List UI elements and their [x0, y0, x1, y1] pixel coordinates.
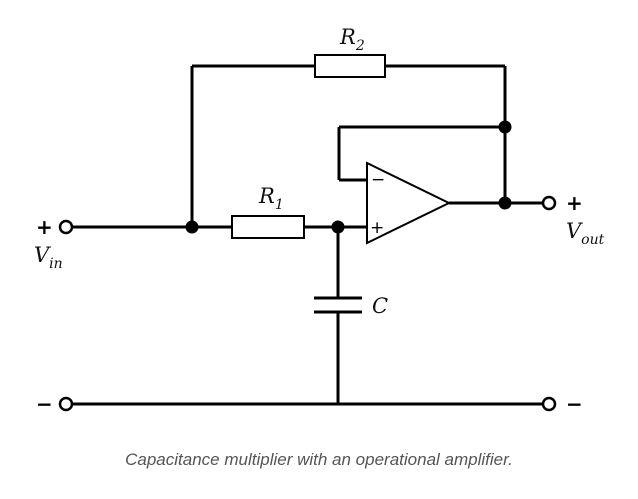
- wires: [72, 64, 543, 406]
- label-c: C: [372, 294, 388, 318]
- label-vin: Vin: [34, 243, 63, 272]
- op-amp: − +: [366, 161, 452, 245]
- label-vout-letter: V: [566, 219, 583, 243]
- resistor-r1: [231, 215, 305, 239]
- label-r2-letter: R: [339, 25, 356, 49]
- label-vout-sub: out: [581, 232, 604, 248]
- label-r2: R2: [339, 25, 365, 54]
- resistor-r2: [314, 54, 386, 78]
- figure-caption: Capacitance multiplier with an operation…: [125, 450, 513, 469]
- junction-output: [498, 196, 512, 210]
- terminal-vin-plus: [58, 219, 74, 235]
- op-amp-noninverting-sign: +: [370, 218, 384, 238]
- label-vin-sub: in: [49, 256, 63, 272]
- op-amp-inverting-sign: −: [371, 170, 385, 190]
- vout-minus-sign: −: [566, 392, 583, 416]
- label-r2-sub: 2: [355, 38, 365, 54]
- label-vout: Vout: [566, 219, 605, 248]
- label-r1-sub: 1: [275, 197, 284, 213]
- vin-minus-sign: −: [36, 392, 53, 416]
- vin-plus-sign: +: [36, 215, 53, 239]
- vout-plus-sign: +: [566, 191, 583, 215]
- terminal-vin-minus: [58, 396, 74, 412]
- junction-node-a: [185, 220, 199, 234]
- op-amp-triangle: [366, 161, 452, 245]
- label-r1-letter: R: [258, 184, 275, 208]
- label-r1: R1: [258, 184, 284, 213]
- terminal-vout-minus: [541, 396, 557, 412]
- capacitor-c: [314, 296, 362, 314]
- label-vin-letter: V: [34, 243, 51, 267]
- junction-node-b: [331, 220, 345, 234]
- junction-feedback: [498, 120, 512, 134]
- terminal-vout-plus: [541, 195, 557, 211]
